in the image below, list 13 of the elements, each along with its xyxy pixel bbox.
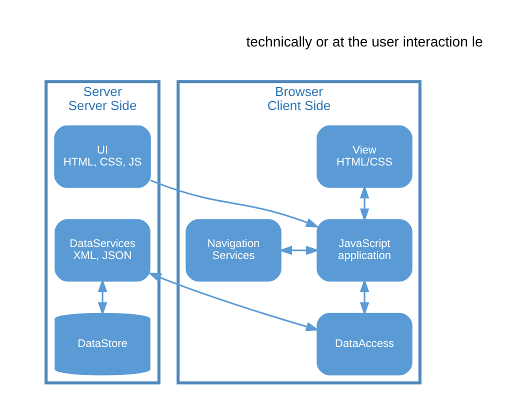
node-box: DataAccess <box>316 312 412 376</box>
arrow <box>360 278 370 316</box>
label: technically or at the user interaction le <box>246 34 483 50</box>
node-box: View HTML/CSS <box>316 125 412 188</box>
arrow <box>278 246 320 256</box>
node-box: UI HTML, CSS, JS <box>54 125 151 188</box>
arrow <box>98 278 108 316</box>
node-box: JavaScript application <box>316 219 412 282</box>
node-box: Navigation Services <box>186 219 282 282</box>
arrow <box>150 180 320 228</box>
arrow <box>148 272 320 332</box>
node-box: DataServices XML, JSON <box>54 219 150 282</box>
arrow <box>360 185 370 222</box>
